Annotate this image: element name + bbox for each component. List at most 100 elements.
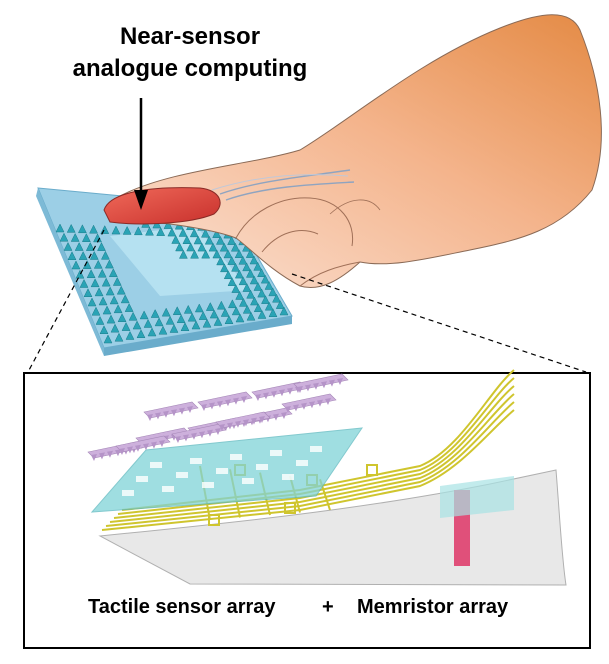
memristor-layer <box>440 476 514 518</box>
sensor-bump <box>139 310 149 320</box>
sensor-bump <box>227 277 237 286</box>
sensor-bump <box>125 330 135 340</box>
sensor-pad <box>310 446 322 452</box>
sensor-bump <box>264 301 274 311</box>
sensor-bump <box>238 276 248 286</box>
sensor-bump <box>201 228 210 238</box>
sensor-bump <box>67 251 77 260</box>
sensor-bump <box>145 226 154 236</box>
sensor-bump <box>169 323 179 333</box>
bump-membrane <box>281 393 337 413</box>
bump-membrane <box>143 401 199 421</box>
sensor-pad <box>270 450 282 456</box>
sensor-bump <box>102 305 112 315</box>
electrode-trace <box>117 377 515 515</box>
title-line-2: analogue computing <box>72 55 308 82</box>
memristor-node <box>284 502 296 514</box>
sensor-bump <box>204 235 214 245</box>
sensor-bump <box>165 315 175 325</box>
sensor-bump <box>227 236 236 245</box>
sensor-bump <box>104 259 114 269</box>
sensor-fingertip <box>103 187 221 225</box>
sensor-bump <box>239 297 248 307</box>
electrode-trace <box>121 369 515 511</box>
sensor-bump <box>223 249 233 259</box>
sensor-bump <box>190 249 199 259</box>
sensor-bump <box>99 325 109 334</box>
sensor-bump <box>105 286 115 296</box>
sensor-bump <box>272 293 281 303</box>
sensor-bump <box>78 251 88 260</box>
electrode-trace <box>101 409 515 531</box>
sensor-bump <box>227 256 237 265</box>
sensor-bump <box>249 275 259 285</box>
bump-membrane <box>171 423 227 443</box>
sensor-bump <box>231 262 240 272</box>
sensor-bump <box>202 318 212 328</box>
sensor-bump <box>74 241 84 251</box>
sensor-pad <box>150 462 162 468</box>
sensor-bump <box>257 288 267 298</box>
hand-illustration <box>103 14 602 288</box>
sensor-bump <box>201 249 211 259</box>
sensor-bump <box>66 223 76 233</box>
sensor-bump <box>81 233 91 242</box>
sensor-bump <box>180 322 190 331</box>
caption-memristor-array: Memristor array <box>357 596 509 618</box>
sensor-bump <box>128 311 138 321</box>
sensor-bump <box>90 278 100 288</box>
sensor-bump <box>150 308 160 318</box>
sensor-bump <box>133 226 143 236</box>
sensor-bump <box>143 318 153 328</box>
sensor-bump <box>186 242 196 252</box>
sensor-pad <box>190 458 202 464</box>
sensor-bump <box>55 223 65 233</box>
sensor-bump <box>89 224 98 234</box>
sensor-bump <box>172 306 182 316</box>
sensor-bump <box>219 242 229 252</box>
sensor-bump <box>230 242 240 252</box>
sensor-pad <box>136 476 148 482</box>
sensor-bump <box>154 317 164 327</box>
sensor-bump <box>59 232 69 242</box>
sensor-bump <box>75 269 85 279</box>
sensor-bump <box>242 283 252 292</box>
pressure-arrow <box>134 98 148 210</box>
sensor-bump <box>268 308 278 317</box>
sensor-bump <box>212 229 222 238</box>
sensor-bump <box>187 312 197 322</box>
sensor-pad <box>122 490 134 496</box>
sensor-bump <box>89 250 99 260</box>
sensor-bump <box>70 232 80 242</box>
sensor-bump <box>179 249 188 259</box>
sensor-bump <box>71 260 81 270</box>
sensor-bump <box>279 306 289 316</box>
sensor-bump <box>246 268 255 278</box>
sensor-bump <box>250 296 259 306</box>
zoom-dashed-lines <box>27 229 587 373</box>
sensor-bump <box>197 242 207 252</box>
sensor-bump <box>136 329 146 338</box>
sensor-bump <box>220 263 229 273</box>
sensor-bump <box>113 304 123 314</box>
sensor-bump <box>167 227 177 237</box>
sensor-bump <box>106 314 116 324</box>
sensor-bump <box>231 284 241 293</box>
sensor-bump <box>97 268 107 278</box>
sensor-bump <box>110 323 120 333</box>
sensor-bump <box>242 304 252 314</box>
sensor-bump <box>63 241 73 251</box>
electrode-traces <box>101 369 515 531</box>
sensor-bump <box>87 297 97 307</box>
sensor-bump <box>98 296 108 306</box>
sensor-bump <box>156 227 166 236</box>
sensor-bump <box>212 249 222 259</box>
sensor-bump <box>235 313 245 323</box>
sensor-bump <box>231 306 241 316</box>
sensor-bump <box>86 269 96 279</box>
sensor-bump <box>171 234 181 244</box>
bump-membrane <box>115 435 171 455</box>
sensor-bump <box>193 235 203 245</box>
sensor-pads <box>122 446 322 496</box>
